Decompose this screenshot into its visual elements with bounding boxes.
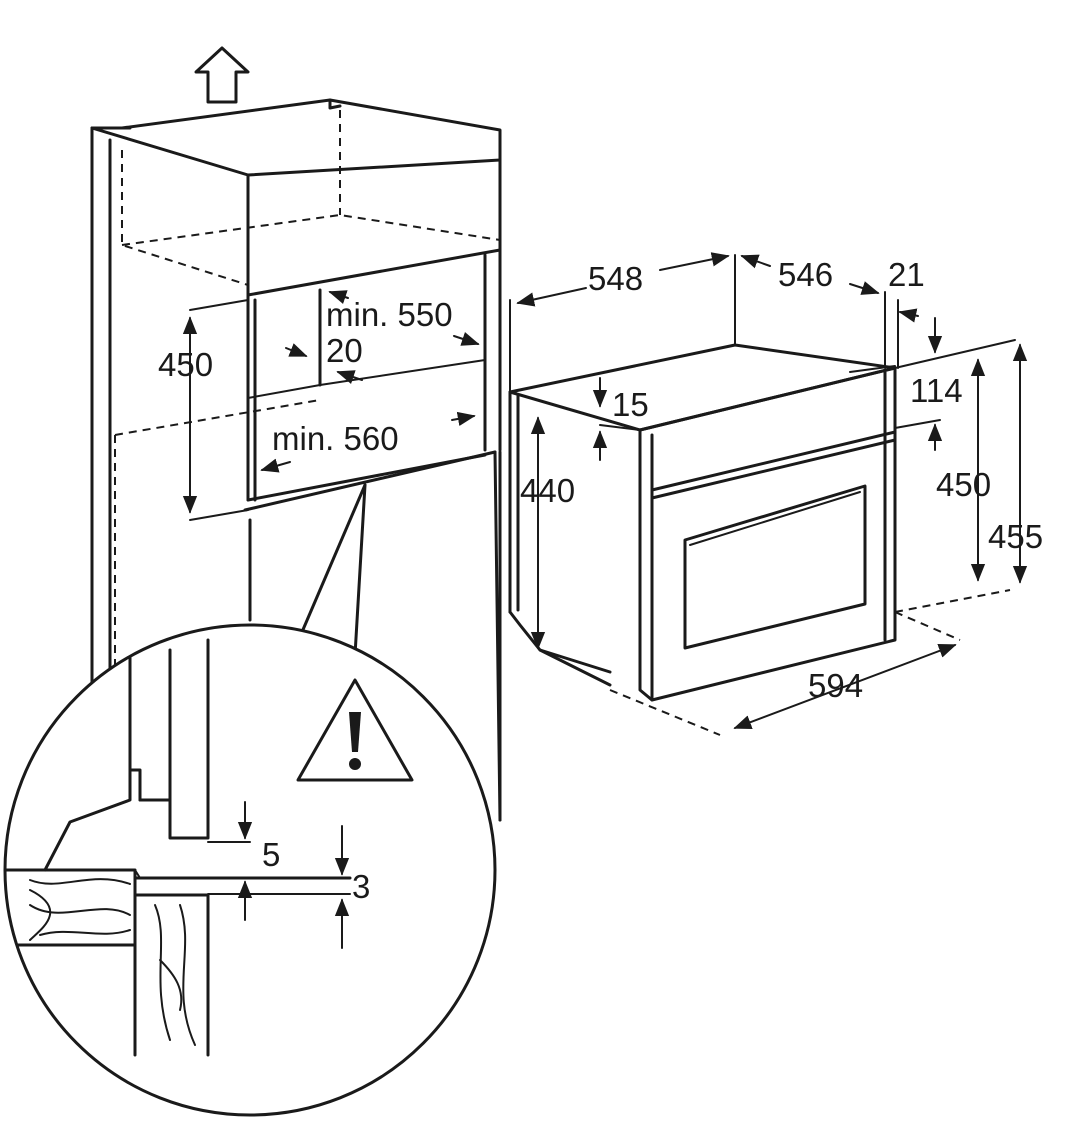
front-panel-thickness-label: 21 (888, 256, 925, 293)
top-offset-label: 15 (612, 386, 649, 423)
oven-dimension-lines (509, 252, 1028, 736)
detail-magnifier (3, 623, 497, 1117)
control-panel-height-label: 114 (910, 372, 963, 409)
body-height-label: 440 (520, 472, 575, 509)
niche-dimension-lines (182, 290, 480, 521)
oven (508, 343, 897, 702)
up-arrow-icon (194, 46, 250, 104)
cabinet (90, 98, 502, 822)
niche-min-width-label: min. 550 (326, 296, 453, 333)
total-height-label: 455 (988, 518, 1043, 555)
niche-height-label: 450 (158, 346, 213, 383)
oven-depth-body-label: 548 (588, 260, 643, 297)
oven-depth-top-label: 546 (778, 256, 833, 293)
detail-gap-5-label: 5 (262, 836, 280, 873)
niche-gap-label: 20 (326, 332, 363, 369)
front-width-label: 594 (808, 667, 863, 704)
front-height-label: 450 (936, 466, 991, 503)
detail-gap-3-label: 3 (352, 868, 370, 905)
niche-min-depth-label: min. 560 (272, 420, 399, 457)
detail-callout (300, 483, 367, 657)
warning-icon (296, 678, 414, 782)
